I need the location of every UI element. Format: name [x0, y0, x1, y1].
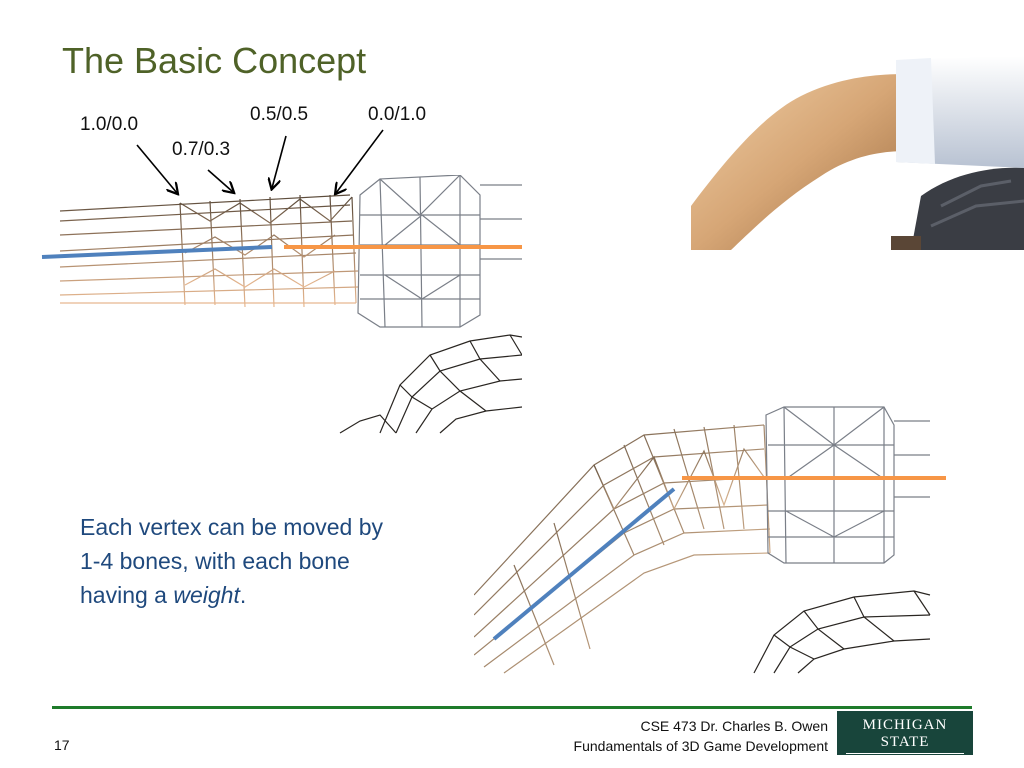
body-line-3-suffix: . — [239, 582, 247, 608]
logo-line-2: UNIVERSITY — [848, 756, 968, 767]
logo-divider — [846, 753, 964, 754]
course-line-1: CSE 473 Dr. Charles B. Owen — [640, 718, 828, 734]
course-line-2: Fundamentals of 3D Game Development — [573, 738, 828, 754]
course-info: CSE 473 Dr. Charles B. Owen Fundamentals… — [574, 716, 828, 756]
body-line-2: 1-4 bones, with each bone — [80, 548, 350, 574]
body-text: Each vertex can be moved by 1-4 bones, w… — [80, 510, 440, 612]
body-line-3-prefix: having a — [80, 582, 174, 608]
msu-logo: MICHIGAN STATE UNIVERSITY — [837, 711, 973, 767]
weight-label-1: 1.0/0.0 — [80, 114, 139, 135]
wireframe-bent-arm — [474, 406, 946, 674]
weight-label-2: 0.7/0.3 — [172, 139, 231, 160]
footer-rule — [52, 706, 972, 709]
slide-title: The Basic Concept — [62, 40, 367, 81]
weight-emphasis: weight — [173, 582, 240, 608]
upper-bone-line-bent — [492, 487, 676, 641]
slide-number: 17 — [54, 737, 70, 753]
upper-bone-line — [41, 245, 273, 259]
weight-label-4: 0.0/1.0 — [368, 104, 427, 125]
wireframe-straight-arm — [41, 175, 522, 434]
weight-label-3: 0.5/0.5 — [250, 104, 309, 125]
body-line-1: Each vertex can be moved by — [80, 514, 383, 540]
logo-line-1: MICHIGAN STATE — [862, 717, 948, 750]
rendered-arm-image — [691, 56, 1024, 250]
